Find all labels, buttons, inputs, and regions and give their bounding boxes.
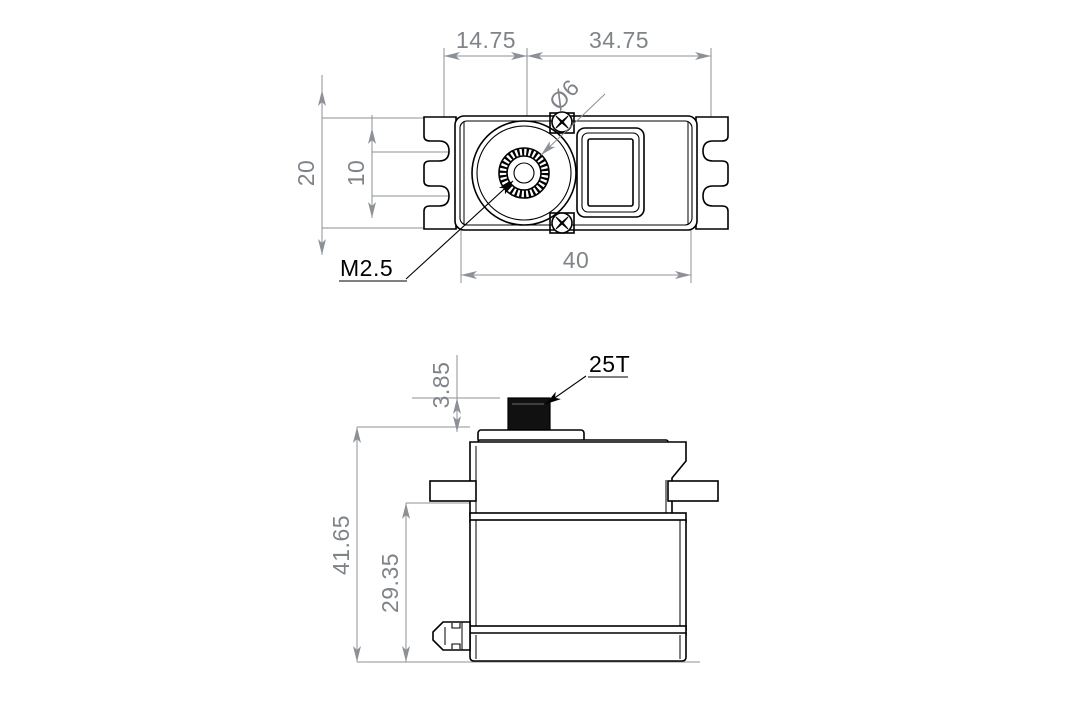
output-shaft-assembly [471, 120, 577, 226]
dimension-41-65: 41.65 [328, 427, 361, 662]
screw-bottom [549, 212, 575, 234]
annotation-25t-label: 25T [589, 351, 630, 377]
phillips-cross [555, 216, 569, 230]
dimension-29-35: 29.35 [377, 503, 410, 662]
dimension-34-75: 34.75 [527, 27, 711, 60]
spline-horn-25t [507, 397, 551, 432]
annotation-diameter-6-label: Ø6 [544, 74, 585, 115]
dimension-3-85: 3.85 [428, 362, 461, 432]
dimension-20: 20 [293, 90, 326, 255]
side-view-extension-lines [357, 355, 700, 663]
right-mounting-tab [695, 116, 729, 230]
left-mounting-tab [423, 116, 457, 230]
spline-teeth-ring [499, 148, 549, 198]
annotation-m2-5-label: M2.5 [340, 255, 393, 281]
dimension-10-label: 10 [343, 160, 369, 187]
top-view-window [576, 127, 645, 218]
dimension-14-75: 14.75 [444, 27, 527, 60]
cable-grommet [432, 621, 471, 651]
phillips-cross [555, 115, 569, 129]
dimension-29-35-label: 29.35 [377, 553, 403, 613]
annotation-m2-5: M2.5 [339, 180, 514, 282]
dimension-34-75-label: 34.75 [589, 27, 649, 53]
dimension-40-label: 40 [563, 247, 590, 273]
dimension-41-65-label: 41.65 [328, 515, 354, 575]
top-view-group: 14.75 34.75 20 10 40 [293, 27, 729, 283]
dimension-14-75-label: 14.75 [456, 27, 516, 53]
side-view-group: 3.85 41.65 29.35 [328, 351, 719, 663]
side-view-base [469, 632, 687, 662]
dimension-10: 10 [343, 128, 376, 218]
side-view-left-flange [429, 480, 477, 502]
side-view-upper-case [469, 441, 687, 518]
side-view-lower-body [469, 519, 687, 631]
dimension-40: 40 [461, 247, 691, 279]
dimension-3-85-label: 3.85 [428, 362, 454, 409]
annotation-25t: 25T [545, 351, 630, 405]
side-view-right-flange [667, 480, 719, 502]
dimension-20-label: 20 [293, 160, 319, 187]
